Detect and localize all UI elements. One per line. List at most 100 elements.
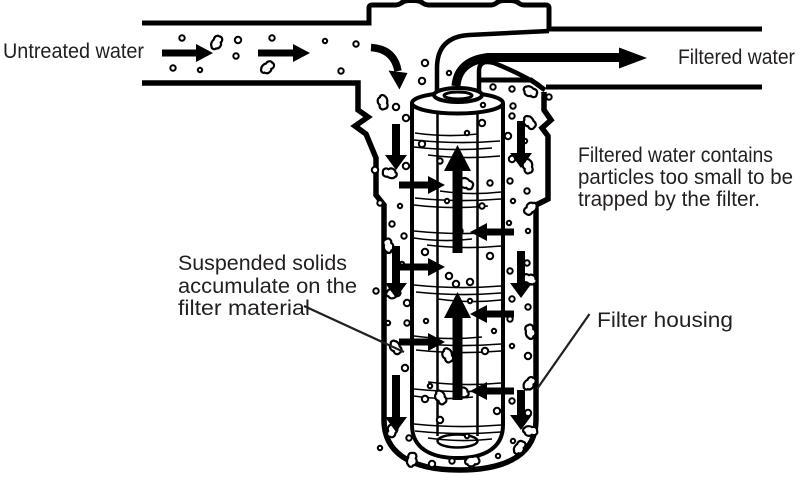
particle-small [451, 279, 461, 289]
filter-pleat-line [413, 237, 473, 242]
particle-small [509, 102, 517, 110]
flow-arrows [162, 43, 647, 432]
filter-pleat-line [414, 132, 479, 137]
particle-small [523, 187, 531, 195]
flow-arrow-into-filter-left [470, 305, 514, 323]
particle-large [522, 375, 537, 391]
particle-small [337, 67, 345, 75]
pipes-and-housing [142, 0, 762, 473]
filter-pleat-line [413, 335, 483, 340]
particle-small [196, 66, 204, 74]
flow-arrow-up-core [444, 292, 471, 400]
particle-small [321, 37, 329, 45]
particle-small [508, 85, 516, 93]
leader-lines [303, 305, 591, 390]
particle-small [494, 452, 502, 460]
flow-arrow-into-filter-left [470, 223, 514, 241]
particle-small [463, 129, 471, 137]
particle-large [521, 273, 538, 286]
particle-small [524, 303, 532, 311]
particle-small [503, 131, 513, 141]
particle-large [524, 323, 537, 340]
particle-small [401, 161, 411, 171]
particle-large [382, 237, 395, 254]
flow-arrow-down-annulus [510, 121, 532, 168]
particle-small [417, 139, 427, 149]
particle-small [485, 251, 495, 261]
flow-arrow-down-annulus [385, 124, 407, 170]
particle-small [405, 434, 413, 442]
particle-small [426, 382, 434, 390]
particle-small [506, 267, 514, 275]
particle-small [523, 351, 533, 361]
particle-small [400, 232, 408, 240]
particle-small [478, 202, 486, 210]
suspended-note-line3: filter material [178, 297, 310, 320]
housing-outline [142, 80, 555, 473]
particle-small [403, 319, 411, 327]
flow-arrow-down-annulus [510, 251, 532, 298]
particle-small [420, 247, 430, 257]
flow-arrow-curved-down-head [388, 70, 408, 90]
particle-small [376, 199, 384, 207]
filtered-note-line3: trapped by the filter. [578, 188, 760, 211]
particle-small [384, 319, 392, 327]
particle-small [445, 69, 453, 77]
filter-pleat-line [414, 430, 502, 435]
particle-large [522, 201, 538, 216]
suspended-solids-leader [303, 305, 405, 353]
particle-small [169, 64, 177, 72]
particle-small [420, 394, 430, 404]
particle-small [391, 102, 401, 112]
particle-large [433, 389, 448, 406]
filtered-note-line1: Filtered water contains [578, 144, 773, 167]
flow-arrow-down-annulus [385, 375, 407, 432]
particle-large [376, 94, 389, 111]
flow-arrow-untreated-right [258, 44, 310, 62]
suspended-note-line2: accumulate on the [178, 275, 357, 298]
flow-arrow-up-core [444, 145, 471, 253]
filter-pleat-line [427, 437, 493, 442]
particle-small [509, 437, 517, 445]
outlet-tube-outer [434, 28, 550, 97]
particle-small [463, 432, 471, 440]
suspended-note-line1: Suspended solids [178, 252, 347, 275]
particle-small [509, 197, 517, 205]
flow-arrow-into-filter-right [399, 258, 445, 276]
particle-small [545, 93, 553, 101]
particle-small [489, 83, 497, 91]
particle-small [417, 76, 427, 86]
filter-pleat-line [439, 190, 502, 195]
pipe-upper-outline [142, 0, 762, 32]
flow-arrow-curved-outlet-head [619, 47, 647, 69]
particle-small [466, 297, 474, 305]
untreated-water-label: Untreated water [3, 40, 144, 63]
filter-housing-leader [536, 313, 591, 390]
particle-small [444, 271, 454, 281]
particle-small [506, 177, 514, 185]
particle-small [505, 219, 513, 227]
flow-arrow-untreated-right [162, 44, 213, 62]
particle-small [372, 287, 380, 295]
particle-small [436, 157, 444, 165]
particle-small [508, 295, 516, 303]
particle-small [479, 101, 487, 109]
particle-large [441, 347, 455, 364]
filter-pleat-line [413, 423, 502, 428]
particle-small [477, 118, 487, 128]
particle-small [448, 457, 456, 465]
particle-small [508, 397, 516, 405]
particle-small [396, 202, 404, 210]
flow-arrow-into-filter-right [399, 176, 445, 194]
particle-small [233, 35, 243, 45]
particle-large [522, 85, 539, 99]
particle-small [422, 317, 430, 325]
flow-arrow-curved-down [370, 43, 402, 72]
filtered-note-line2: particles too small to be [578, 166, 793, 189]
particle-large [464, 455, 481, 468]
particle-small [401, 113, 411, 123]
particle-small [427, 459, 437, 469]
particle-small [508, 342, 516, 350]
